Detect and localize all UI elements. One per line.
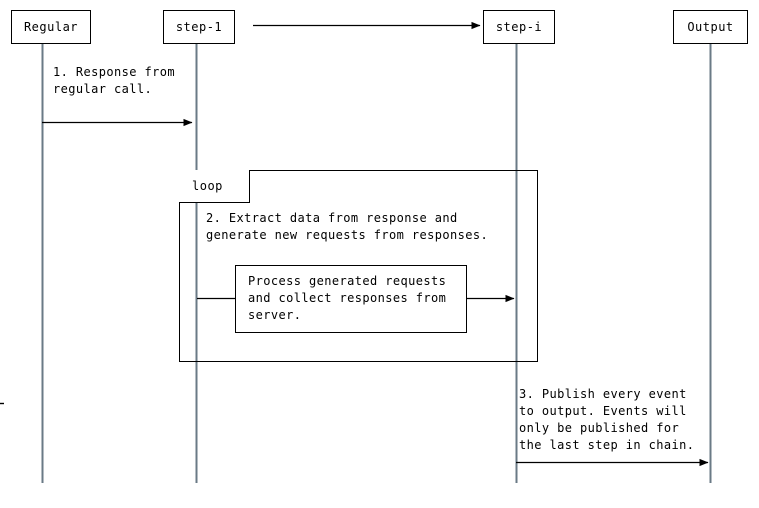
message-label-response-from-regular: 1. Response from regular call.: [53, 65, 175, 96]
participant-box-output[interactable]: Output: [673, 10, 748, 44]
participant-box-regular[interactable]: Regular: [11, 10, 91, 44]
loop-fragment-operator-label: loop: [179, 170, 250, 203]
participant-box-step-1[interactable]: step-1: [163, 10, 235, 44]
loop-fragment-frame: [179, 170, 538, 362]
participant-label-output: Output: [687, 20, 734, 34]
participant-box-step-i[interactable]: step-i: [483, 10, 555, 44]
loop-fragment-body-text: 2. Extract data from response and genera…: [206, 211, 489, 242]
note-process-generated-requests: Process generated requests and collect r…: [235, 265, 467, 333]
participant-label-step-i: step-i: [495, 20, 543, 34]
lifelines-group: [41, 44, 712, 483]
message-arrows-group: [42, 21, 709, 467]
message-label-publish-every-event: 3. Publish every event to output. Events…: [519, 387, 695, 452]
participant-label-step-1: step-1: [175, 20, 223, 34]
participant-label-regular: Regular: [23, 20, 79, 34]
